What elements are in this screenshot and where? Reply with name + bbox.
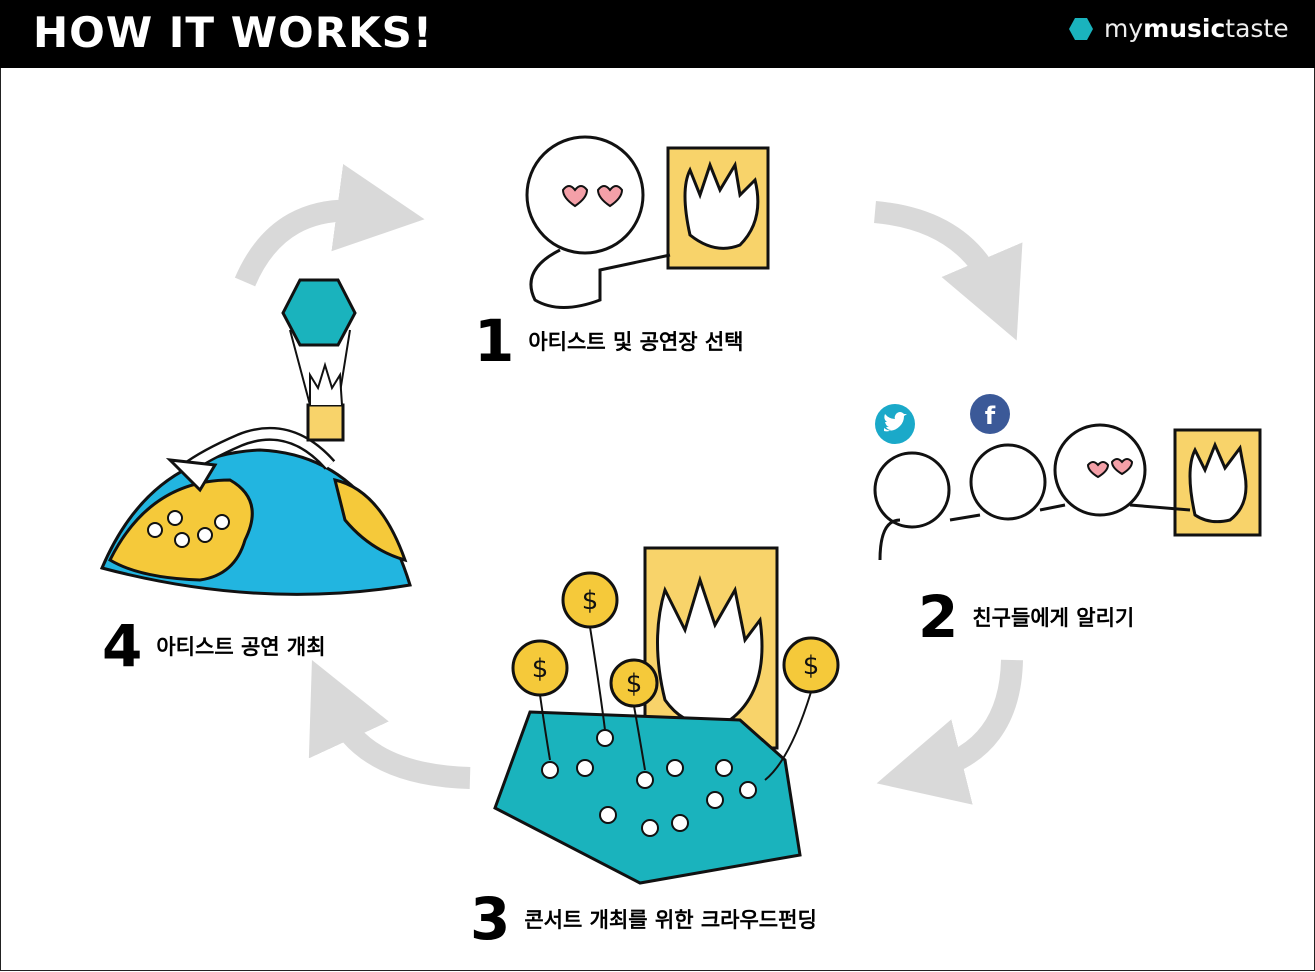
step-number: 1 bbox=[474, 307, 515, 375]
coin-dollar-label: $ bbox=[582, 586, 599, 616]
step-label: 아티스트 공연 개최 bbox=[156, 635, 326, 659]
step-number: 2 bbox=[918, 583, 959, 651]
header-bar: HOW IT WORKS! mymusictaste bbox=[0, 0, 1315, 68]
step-2: 2 친구들에게 알리기 bbox=[918, 588, 1134, 646]
step-label: 콘서트 개최를 위한 크라우드펀딩 bbox=[524, 908, 817, 932]
coin-dollar-label: $ bbox=[626, 669, 643, 699]
step-1: 1 아티스트 및 공연장 선택 bbox=[474, 312, 744, 370]
step-number: 4 bbox=[102, 612, 143, 680]
coin-dollar-label: $ bbox=[803, 651, 820, 681]
coin-dollar-label: $ bbox=[532, 654, 549, 684]
step-label: 아티스트 및 공연장 선택 bbox=[528, 330, 744, 354]
twitter-icon bbox=[875, 404, 915, 444]
step-3: 3 콘서트 개최를 위한 크라우드펀딩 bbox=[470, 890, 817, 948]
brand-logo[interactable]: mymusictaste bbox=[1068, 14, 1289, 43]
friends-sharing-illustration bbox=[873, 423, 1262, 561]
cycle-arrow-1-to-2 bbox=[873, 201, 1023, 341]
facebook-icon: f bbox=[970, 394, 1010, 434]
step-label: 친구들에게 알리기 bbox=[972, 606, 1135, 630]
step-4: 4 아티스트 공연 개최 bbox=[102, 617, 326, 675]
cycle-arrow-4-to-1 bbox=[234, 164, 425, 287]
page-title: HOW IT WORKS! bbox=[33, 8, 434, 57]
hexagon-icon bbox=[1069, 17, 1093, 40]
crowdfunding-illustration bbox=[493, 546, 840, 885]
cycle-arrow-2-to-3 bbox=[876, 659, 1023, 805]
logo-suffix: taste bbox=[1225, 14, 1289, 43]
logo-prefix: my bbox=[1104, 14, 1144, 43]
logo-bold: music bbox=[1143, 14, 1226, 43]
fan-with-poster-illustration bbox=[525, 135, 770, 309]
cycle-arrow-3-to-4 bbox=[308, 660, 471, 789]
step-number: 3 bbox=[470, 885, 511, 953]
world-concert-illustration bbox=[99, 278, 412, 596]
facebook-letter: f bbox=[985, 402, 996, 430]
